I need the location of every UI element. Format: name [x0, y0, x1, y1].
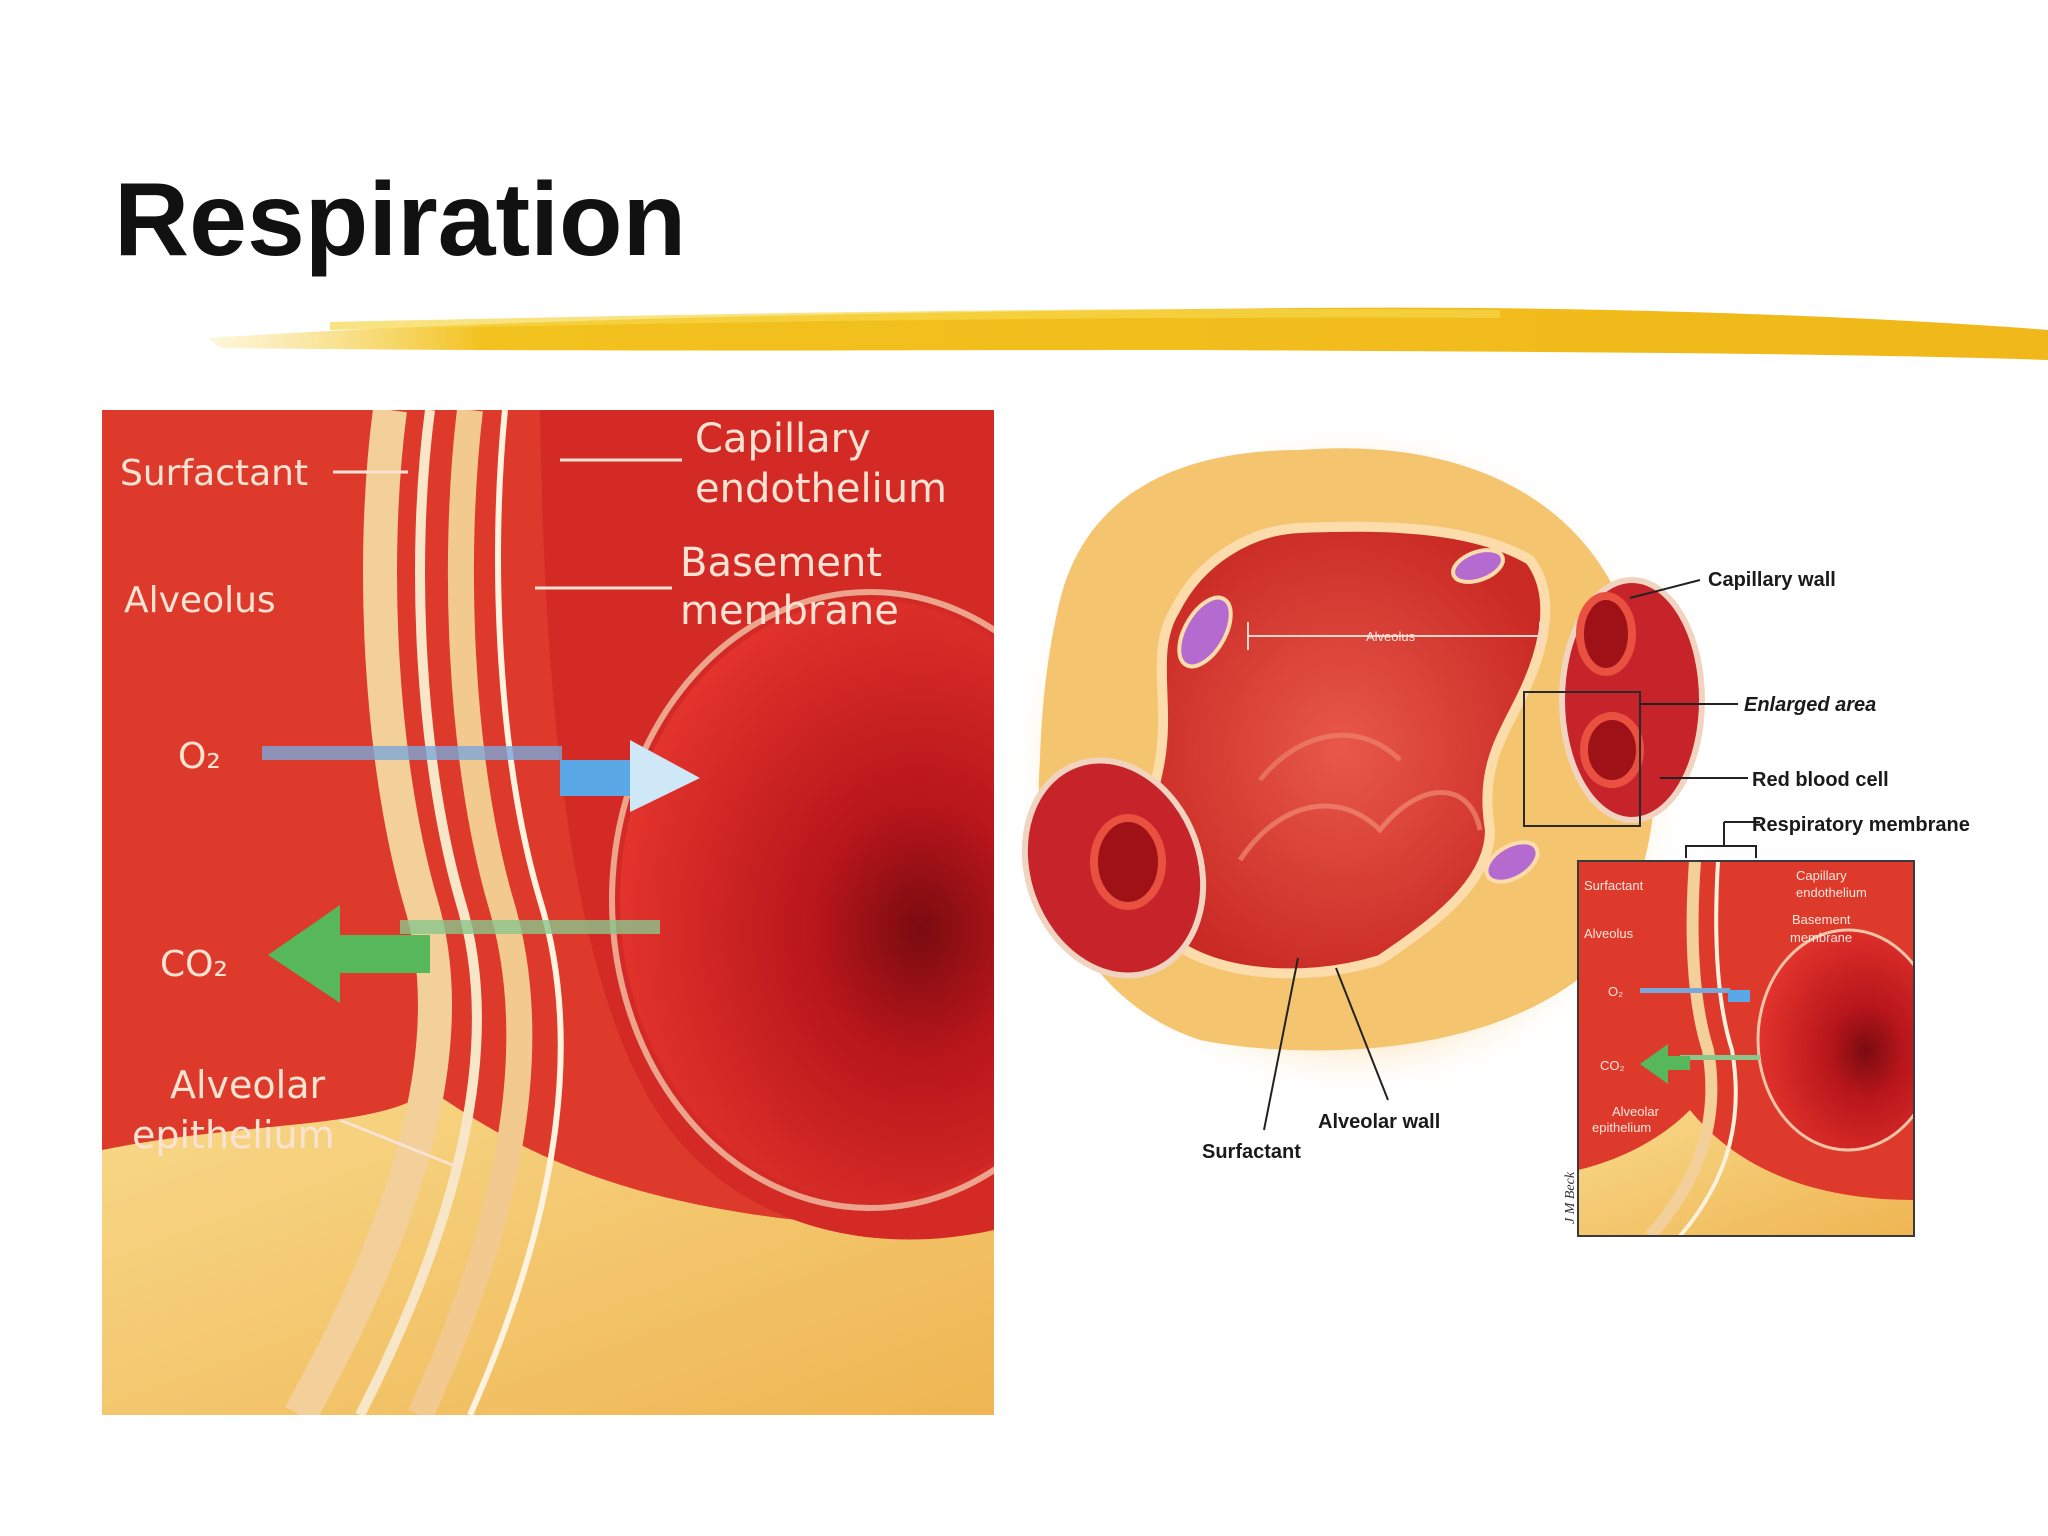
co2-arrow — [268, 905, 660, 1003]
label-enlarged-area: Enlarged area — [1744, 694, 1876, 716]
membrane-closeup-illustration — [102, 410, 994, 1415]
inset-label-alveolar-epithelium-2: epithelium — [1592, 1120, 1651, 1135]
label-capillary-wall: Capillary wall — [1708, 569, 1836, 591]
slide-title: Respiration — [114, 162, 687, 278]
alveolar-epithelium-leader — [339, 1118, 461, 1170]
label-alveolus: Alveolus — [124, 580, 276, 621]
label-basement-membrane-1: Basement — [680, 540, 882, 586]
inset-label-capillary-endothelium-1: Capillary — [1796, 868, 1847, 883]
label-co2: CO₂ — [160, 944, 228, 985]
inset-membrane-closeup — [1578, 861, 1914, 1236]
label-alveolar-epithelium-2: epithelium — [132, 1113, 335, 1157]
inset-label-basement-membrane-2: membrane — [1790, 930, 1852, 945]
inset-label-co2: CO₂ — [1600, 1058, 1625, 1073]
enlarged-area-box — [1523, 691, 1641, 827]
label-capillary-endothelium-2: endothelium — [695, 466, 947, 512]
alveolus-cross-section-illustration — [1010, 420, 1760, 1131]
label-surfactant-main: Surfactant — [1202, 1141, 1301, 1163]
label-capillary-endothelium-1: Capillary — [695, 416, 871, 462]
inset-frame — [1577, 860, 1915, 1237]
label-alveolar-wall: Alveolar wall — [1318, 1111, 1440, 1133]
inset-label-o2: O₂ — [1608, 984, 1623, 999]
inset-label-capillary-endothelium-2: endothelium — [1796, 885, 1867, 900]
label-surfactant: Surfactant — [120, 453, 308, 494]
inset-label-alveolus: Alveolus — [1584, 926, 1634, 941]
o2-arrow — [262, 740, 700, 812]
inset-label-surfactant: Surfactant — [1584, 878, 1644, 893]
inset-label-alveolar-epithelium-1: Alveolar — [1612, 1104, 1660, 1119]
artist-signature: J M Beck — [1563, 1171, 1578, 1224]
label-red-blood-cell: Red blood cell — [1752, 769, 1889, 791]
label-basement-membrane-2: membrane — [680, 588, 899, 634]
label-alveolar-epithelium-1: Alveolar — [170, 1063, 326, 1107]
label-respiratory-membrane: Respiratory membrane — [1752, 814, 1970, 836]
inset-label-basement-membrane-1: Basement — [1792, 912, 1851, 927]
label-o2: O₂ — [178, 736, 221, 777]
label-alveolus-small: Alveolus — [1366, 629, 1416, 644]
title-underline-brush — [208, 307, 2048, 360]
